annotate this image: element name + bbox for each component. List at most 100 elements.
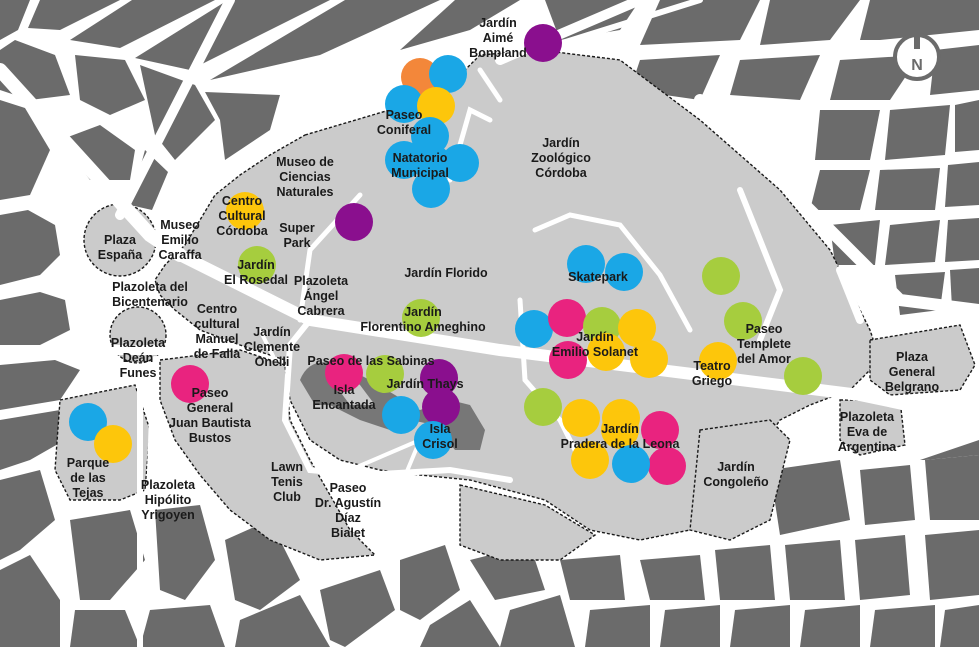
marker-yellow[interactable] [226,192,264,230]
label-line: Jardín Thays [386,377,463,391]
marker-blue[interactable] [385,141,423,179]
marker-green[interactable] [366,355,404,393]
park-bottom [459,484,597,561]
label-line: Paseo de las Sabinas [307,354,434,368]
label-line: Ciencias [279,170,330,184]
marker-magenta[interactable] [549,341,587,379]
label-line: Museo de [276,155,334,169]
marker-blue[interactable] [382,396,420,434]
label-line: Encantada [312,398,376,412]
marker-blue[interactable] [567,245,605,283]
marker-magenta[interactable] [641,411,679,449]
label-line: Plazoleta del [112,280,188,294]
marker-purple[interactable] [335,203,373,241]
marker-yellow[interactable] [630,340,668,378]
label-skatepark: Skatepark [568,270,628,284]
marker-magenta[interactable] [171,365,209,403]
jardin-congoleno-area [689,419,791,541]
marker-green[interactable] [724,302,762,340]
marker-green[interactable] [402,299,440,337]
marker-blue[interactable] [612,445,650,483]
label-line: Ángel [304,288,339,303]
label-line: cultural [194,317,239,331]
label-line: Paseo [192,386,229,400]
label-line: Templete [737,337,791,351]
label-line: Paseo [330,481,367,495]
label-line: de Falla [194,347,242,361]
marker-yellow[interactable] [618,309,656,347]
marker-yellow[interactable] [699,342,737,380]
label-line: Plaza [104,233,137,247]
marker-blue[interactable] [441,144,479,182]
marker-purple[interactable] [420,359,458,397]
label-line: Zoológico [531,151,591,165]
marker-green[interactable] [784,357,822,395]
marker-blue[interactable] [411,117,449,155]
label-line: Cultural [218,209,265,223]
label-line: Jardín [717,460,755,474]
label-line: Córdoba [216,224,268,238]
marker-green[interactable] [524,388,562,426]
marker-magenta[interactable] [648,447,686,485]
marker-magenta[interactable] [548,299,586,337]
label-line: Isla [430,422,452,436]
marker-blue[interactable] [515,310,553,348]
marker-yellow[interactable] [587,333,625,371]
label-line: Jardín [237,258,275,272]
label-line: Tejas [72,486,103,500]
marker-green[interactable] [702,257,740,295]
label-line: Super [279,221,315,235]
label-line: Florentino Ameghino [360,320,486,334]
marker-magenta[interactable] [325,354,363,392]
marker-yellow[interactable] [562,399,600,437]
label-line: Museo [160,218,200,232]
label-line: Belgrano [885,380,940,394]
marker-blue[interactable] [414,421,452,459]
marker-blue[interactable] [412,170,450,208]
marker-yellow[interactable] [601,411,639,449]
label-line: Yrigoyen [141,508,195,522]
label-line: Emilio Solanet [552,345,639,359]
marker-purple[interactable] [422,388,460,426]
marker-blue[interactable] [429,55,467,93]
label-line: Jardín [479,16,517,30]
label-line: Aimé [483,31,514,45]
label-line: Skatepark [568,270,628,284]
label-line: El Rosedal [224,273,288,287]
marker-purple[interactable] [524,24,562,62]
label-line: Funes [120,366,157,380]
marker-yellow[interactable] [417,87,455,125]
marker-blue[interactable] [385,85,423,123]
label-line: Jardín [601,422,639,436]
label-line: Isla [334,383,356,397]
label-line: Manuel [195,332,238,346]
label-paseo-de-las-sabinas: Paseo de las Sabinas [307,354,434,368]
label-jardin-florido: Jardín Florido [404,266,488,280]
label-line: Bialet [331,526,366,540]
label-line: Dr. Agustín [315,496,381,510]
marker-blue[interactable] [69,403,107,441]
marker-yellow[interactable] [571,441,609,479]
marker-blue[interactable] [605,253,643,291]
label-line: Paseo [386,108,423,122]
label-line: Jardín [542,136,580,150]
marker-yellow[interactable] [94,425,132,463]
marker-green[interactable] [238,246,276,284]
label-jardin-thays: Jardín Thays [386,377,463,391]
label-line: de las [70,471,105,485]
